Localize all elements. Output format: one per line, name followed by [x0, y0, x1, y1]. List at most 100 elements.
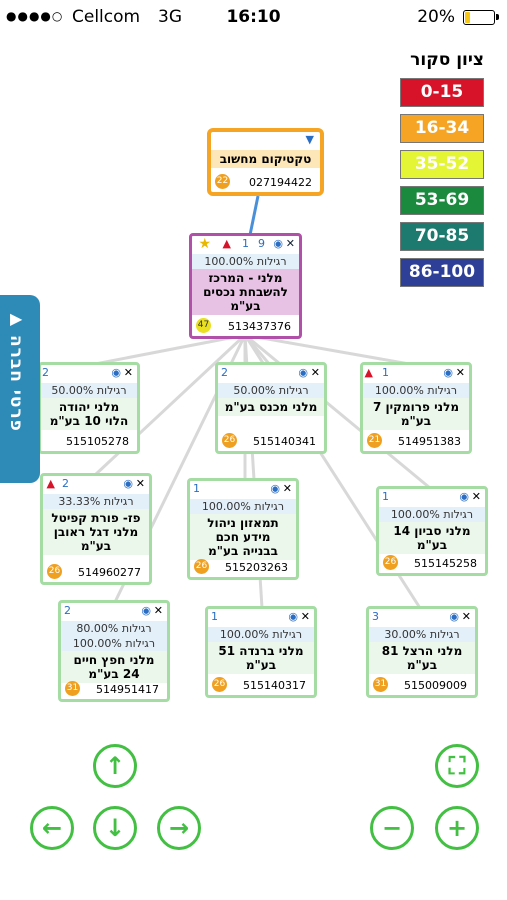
play-icon: ▶ — [10, 309, 23, 328]
close-icon[interactable]: ✕ — [455, 366, 465, 379]
node-top[interactable]: ▼ טקטיקום מחשוב 027194422 22 — [207, 128, 324, 196]
score-badge: 31 — [373, 677, 388, 692]
score-legend: ציון סקור 0-15 16-34 35-52 53-69 70-85 8… — [400, 50, 484, 294]
node-r2b[interactable]: ✕ ◉ 1 רגילות 100.00% תמאזון ניהול מידע ח… — [187, 478, 299, 580]
close-icon[interactable]: ✕ — [471, 490, 481, 503]
node-name: מלני - המרכז להשבחת נכסים בע"מ — [192, 269, 299, 315]
battery-icon — [463, 10, 499, 25]
close-icon[interactable]: ✕ — [310, 366, 320, 379]
pan-left-button[interactable]: ← — [30, 806, 74, 850]
fit-screen-button[interactable]: ⛶ — [435, 744, 479, 788]
view-icon[interactable]: ◉ — [273, 237, 283, 250]
close-icon[interactable]: ✕ — [285, 237, 295, 250]
warning-icon: ▲ — [46, 477, 55, 490]
level-count: 3 — [372, 610, 379, 623]
holding-percent: רגילות 100.00% — [208, 627, 314, 642]
score-badge: 22 — [215, 174, 230, 189]
close-icon[interactable]: ✕ — [123, 366, 133, 379]
holding-percent: רגילות 33.33% — [43, 494, 149, 509]
holding-percent: רגילות 100.00% — [379, 507, 485, 522]
view-icon[interactable]: ◉ — [123, 477, 133, 490]
close-icon[interactable]: ✕ — [461, 610, 471, 623]
node-number: 515145258 — [414, 557, 477, 570]
pan-up-button[interactable]: ↑ — [93, 744, 137, 788]
node-r2c[interactable]: ✕ ◉ 1 רגילות 100.00% מלני סביון 14 בע"מ … — [376, 486, 488, 576]
node-name: מלני יהודה הלוי 10 בע"מ — [41, 398, 137, 430]
view-icon[interactable]: ◉ — [459, 490, 469, 503]
view-icon[interactable]: ◉ — [443, 366, 453, 379]
node-name: מלני ברנדה 51 בע"מ — [208, 642, 314, 674]
signal-strength: ●●●●○ — [6, 9, 64, 23]
level-count: 2 — [42, 366, 49, 379]
legend-item: 86-100 — [400, 258, 484, 287]
node-center[interactable]: ✕ ◉ 9 1 ▲ ★ רגילות 100.00% מלני - המרכז … — [189, 233, 302, 339]
arrow-down-icon: ↓ — [104, 814, 126, 842]
view-icon[interactable]: ◉ — [111, 366, 121, 379]
node-r1c[interactable]: ✕ ◉ 1 ▲ רגילות 100.00% מלני פרומקין 7 בע… — [360, 362, 472, 454]
score-badge: 26 — [383, 555, 398, 570]
view-icon[interactable]: ◉ — [298, 366, 308, 379]
zoom-in-button[interactable]: + — [435, 806, 479, 850]
view-icon[interactable]: ◉ — [141, 604, 151, 617]
level-count: 2 — [64, 604, 71, 617]
view-icon[interactable]: ◉ — [270, 482, 280, 495]
close-icon[interactable]: ✕ — [153, 604, 163, 617]
zoom-out-button[interactable]: − — [370, 806, 414, 850]
holding-percent: רגילות 100.00% — [192, 254, 299, 269]
view-icon[interactable]: ◉ — [288, 610, 298, 623]
legend-item: 16-34 — [400, 114, 484, 143]
close-icon[interactable]: ✕ — [282, 482, 292, 495]
level-count: 2 — [62, 477, 69, 490]
score-badge: 31 — [65, 681, 80, 696]
minus-icon: − — [381, 814, 403, 842]
node-name: מלני מכנס בע"מ — [218, 398, 324, 416]
holding-percent: רגילות 100.00% — [363, 383, 469, 398]
close-icon[interactable]: ✕ — [300, 610, 310, 623]
score-badge: 26 — [47, 564, 62, 579]
node-name: מלני הרצל 81 בע"מ — [369, 642, 475, 674]
holding-percent: רגילות 100.00% — [190, 499, 296, 514]
arrow-right-icon: → — [168, 814, 190, 842]
company-details-label: פרטי חברה — [6, 335, 26, 432]
node-number: 514960277 — [78, 566, 141, 579]
legend-item: 0-15 — [400, 78, 484, 107]
fit-screen-icon: ⛶ — [448, 752, 466, 780]
warning-icon: ▲ — [364, 366, 373, 379]
level-up-count: 1 — [242, 237, 249, 250]
clock: 16:10 — [226, 7, 281, 27]
holding-percent: רגילות 100.00% — [61, 636, 167, 651]
carrier-name: Cellcom — [72, 7, 141, 27]
node-r3a[interactable]: ✕ ◉ 2 רגילות 80.00% רגילות 100.00% מלני … — [58, 600, 170, 702]
node-name: מלני פרומקין 7 בע"מ — [363, 398, 469, 430]
holding-percent: רגילות 50.00% — [41, 383, 137, 398]
holding-percent: רגילות 30.00% — [369, 627, 475, 642]
node-number: 515203263 — [225, 561, 288, 574]
view-icon[interactable]: ◉ — [449, 610, 459, 623]
node-number: 515140317 — [243, 679, 306, 692]
holding-percent: רגילות 80.00% — [61, 621, 167, 636]
level-count: 1 — [193, 482, 200, 495]
star-icon: ★ — [198, 236, 211, 252]
node-number: 513437376 — [228, 320, 291, 333]
node-name: טקטיקום מחשוב — [211, 150, 320, 168]
node-r1b[interactable]: ✕ ◉ 2 רגילות 50.00% מלני מכנס בע"מ 51514… — [215, 362, 327, 454]
company-details-tab[interactable]: ▶ פרטי חברה — [0, 295, 40, 483]
node-number: 515009009 — [404, 679, 467, 692]
pan-right-button[interactable]: → — [157, 806, 201, 850]
holding-percent: רגילות 50.00% — [218, 383, 324, 398]
pan-down-button[interactable]: ↓ — [93, 806, 137, 850]
arrow-up-icon: ↑ — [104, 752, 126, 780]
level-count: 1 — [382, 490, 389, 503]
node-name: תמאזון ניהול מידע חכם בבנייה בע"מ — [190, 514, 296, 560]
node-name: מלני סביון 14 בע"מ — [379, 522, 485, 554]
close-icon[interactable]: ✕ — [135, 477, 145, 490]
node-r3b[interactable]: ✕ ◉ 1 רגילות 100.00% מלני ברנדה 51 בע"מ … — [205, 606, 317, 698]
node-r1a[interactable]: ✕ ◉ 2 רגילות 50.00% מלני יהודה הלוי 10 ב… — [38, 362, 140, 454]
node-number: 515140341 — [253, 435, 316, 448]
level-count: 2 — [221, 366, 228, 379]
battery-percent: 20% — [417, 7, 455, 27]
level-down-count: 9 — [258, 237, 265, 250]
node-r3c[interactable]: ✕ ◉ 3 רגילות 30.00% מלני הרצל 81 בע"מ 51… — [366, 606, 478, 698]
node-r2a[interactable]: ✕ ◉ 2 ▲ רגילות 33.33% פז- פורת קפיטל מלנ… — [40, 473, 152, 585]
legend-item: 53-69 — [400, 186, 484, 215]
